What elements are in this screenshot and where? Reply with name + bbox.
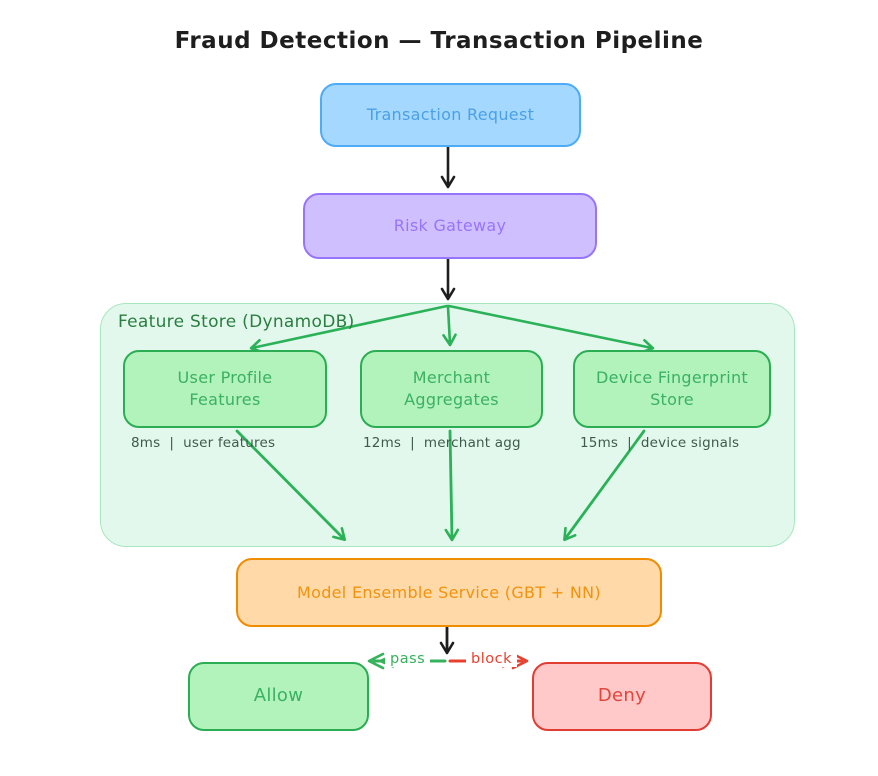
edge-store-to-device bbox=[447, 304, 655, 354]
node-user-profile-features-label: User Profile Features bbox=[177, 368, 273, 409]
allow-arrowhead-icon bbox=[367, 652, 385, 670]
node-transaction-request-label: Transaction Request bbox=[366, 105, 535, 125]
metric-device: 15ms | device signals bbox=[580, 435, 740, 451]
feature-store-group-label: Feature Store (DynamoDB) bbox=[118, 312, 355, 332]
node-device-fingerprint-store: Device Fingerprint Store bbox=[573, 350, 771, 428]
edge-label-pass: pass bbox=[385, 651, 431, 667]
diagram-title: Fraud Detection — Transaction Pipeline bbox=[174, 28, 704, 54]
node-model-ensemble: Model Ensemble Service (GBT + NN) bbox=[236, 558, 662, 627]
edge-store-to-merchant bbox=[442, 305, 457, 347]
node-deny-label: Deny bbox=[597, 685, 647, 707]
edge-user-profile-to-model bbox=[235, 429, 347, 542]
node-transaction-request: Transaction Request bbox=[320, 83, 581, 147]
node-allow: Allow bbox=[188, 662, 369, 731]
node-model-ensemble-label: Model Ensemble Service (GBT + NN) bbox=[297, 582, 601, 602]
edge-store-to-user-profile bbox=[249, 304, 449, 354]
node-merchant-aggregates-label: Merchant Aggregates bbox=[404, 368, 499, 409]
node-device-fingerprint-store-label: Device Fingerprint Store bbox=[595, 368, 748, 409]
node-allow-label: Allow bbox=[253, 685, 304, 707]
node-deny: Deny bbox=[532, 662, 712, 731]
edge-label-block: block bbox=[466, 651, 517, 667]
node-user-profile-features: User Profile Features bbox=[123, 350, 327, 428]
node-risk-gateway-label: Risk Gateway bbox=[393, 216, 507, 236]
deny-arrowhead-icon bbox=[511, 652, 529, 670]
metric-merchant: 12ms | merchant agg bbox=[363, 435, 521, 451]
node-risk-gateway: Risk Gateway bbox=[303, 193, 597, 259]
metric-user-profile: 8ms | user features bbox=[131, 435, 276, 451]
node-merchant-aggregates: Merchant Aggregates bbox=[360, 350, 543, 428]
edge-merchant-to-model bbox=[444, 429, 460, 542]
edge-device-to-model bbox=[563, 429, 646, 542]
